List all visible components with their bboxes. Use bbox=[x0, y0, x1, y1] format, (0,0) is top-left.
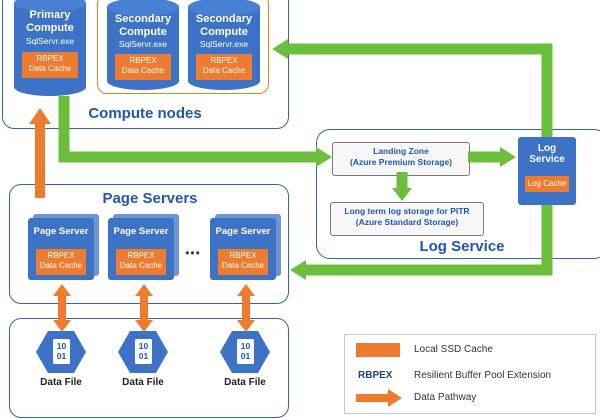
page-server-3-rbpex-cache: RBPEX Data Cache bbox=[218, 249, 268, 275]
data-file-2: 10 01 bbox=[118, 330, 168, 374]
secondary-compute-1-title-1: Secondary bbox=[114, 13, 172, 25]
secondary-2-rbpex-label: RBPEX bbox=[210, 56, 238, 65]
secondary-1-rbpex-label: RBPEX bbox=[129, 56, 157, 65]
log-service-node: Log Service Log Cache bbox=[518, 137, 576, 205]
legend-data-pathway-arrow-icon bbox=[356, 389, 402, 407]
data-file-3-glyph-1: 10 bbox=[240, 341, 251, 351]
page-server-3-rbpex-label: RBPEX bbox=[229, 251, 257, 260]
landing-zone-subtitle: (Azure Premium Storage) bbox=[349, 157, 453, 167]
data-file-2-label: Data File bbox=[122, 377, 164, 388]
page-server-2-rbpex-label: RBPEX bbox=[127, 251, 155, 260]
secondary-compute-2-title-2: Compute bbox=[200, 26, 248, 38]
compute-nodes-title: Compute nodes bbox=[88, 105, 202, 122]
data-file-hexagon-icon bbox=[118, 331, 168, 373]
long-term-storage-label: Long term log storage for PITR bbox=[344, 206, 470, 216]
secondary-compute-node-2: Secondary Compute SqlServr.exe RBPEX Dat… bbox=[188, 0, 260, 90]
data-file-hexagon-icon bbox=[36, 331, 86, 373]
secondary-2-data-cache-label: Data Cache bbox=[202, 66, 246, 75]
page-server-3-title: Page Server bbox=[215, 226, 271, 237]
data-file-2-glyph-2: 01 bbox=[138, 351, 149, 361]
log-service-node-title-1: Log bbox=[537, 143, 557, 154]
legend-text-data-pathway: Data Pathway bbox=[414, 392, 477, 403]
landing-zone-storage: Landing Zone (Azure Premium Storage) bbox=[332, 142, 470, 176]
data-file-3-glyph-2: 01 bbox=[240, 351, 251, 361]
data-file-1-glyph-1: 10 bbox=[56, 341, 67, 351]
data-file-1-glyph-2: 01 bbox=[56, 351, 67, 361]
page-server-3: Page Server RBPEX Data Cache bbox=[210, 214, 282, 280]
secondary-compute-1-title-2: Compute bbox=[119, 26, 167, 38]
legend-text-rbpex: Resilient Buffer Pool Extension bbox=[414, 370, 552, 381]
secondary-compute-group bbox=[97, 0, 269, 94]
green-arrowhead-page-servers bbox=[290, 260, 306, 280]
page-servers-title: Page Servers bbox=[102, 190, 198, 207]
data-file-2-glyph-1: 10 bbox=[138, 341, 149, 351]
data-file-3-label: Data File bbox=[224, 377, 266, 388]
page-server-1-rbpex-cache: RBPEX Data Cache bbox=[36, 249, 86, 275]
long-term-storage-subtitle: (Azure Standard Storage) bbox=[355, 217, 459, 227]
log-service-title: Log Service bbox=[419, 238, 505, 255]
page-server-1-data-cache-label: Data Cache bbox=[39, 261, 83, 270]
green-arrow-log-service-to-secondaries bbox=[288, 43, 553, 137]
page-server-2: Page Server RBPEX Data Cache bbox=[108, 214, 180, 280]
data-file-3: 10 01 bbox=[220, 330, 270, 374]
page-server-2-title: Page Server bbox=[113, 226, 169, 237]
primary-compute-exe: SqlServr.exe bbox=[25, 36, 75, 46]
long-term-log-storage: Long term log storage for PITR (Azure St… bbox=[330, 202, 484, 236]
log-service-node-title-2: Service bbox=[529, 154, 565, 165]
primary-rbpex-label: RBPEX bbox=[36, 54, 64, 63]
primary-compute-title-1: Primary bbox=[29, 9, 71, 21]
primary-data-cache-label: Data Cache bbox=[28, 64, 72, 73]
data-file-hexagon-icon bbox=[220, 331, 270, 373]
primary-compute-title-2: Compute bbox=[26, 22, 74, 34]
log-cache: Log Cache bbox=[525, 176, 569, 192]
data-file-1-label: Data File bbox=[40, 377, 82, 388]
secondary-1-data-cache-label: Data Cache bbox=[121, 66, 165, 75]
secondary-compute-node-1: Secondary Compute SqlServr.exe RBPEX Dat… bbox=[107, 0, 179, 90]
page-server-1: Page Server RBPEX Data Cache bbox=[28, 214, 100, 280]
page-servers-ellipsis: ••• bbox=[185, 246, 201, 260]
page-server-1-title: Page Server bbox=[33, 226, 89, 237]
secondary-compute-2-exe: SqlServr.exe bbox=[199, 39, 249, 49]
page-server-3-data-cache-label: Data Cache bbox=[221, 261, 265, 270]
primary-rbpex-cache: RBPEX Data Cache bbox=[22, 52, 78, 78]
page-server-2-rbpex-cache: RBPEX Data Cache bbox=[116, 249, 166, 275]
secondary-compute-1-exe: SqlServr.exe bbox=[118, 39, 168, 49]
landing-zone-label: Landing Zone bbox=[373, 146, 429, 156]
legend-swatch-local-ssd bbox=[356, 343, 400, 357]
secondary-compute-2-title-1: Secondary bbox=[195, 13, 253, 25]
page-server-2-data-cache-label: Data Cache bbox=[119, 261, 163, 270]
secondary-2-rbpex-cache: RBPEX Data Cache bbox=[196, 54, 252, 80]
legend-key-rbpex: RBPEX bbox=[358, 370, 393, 381]
page-server-1-rbpex-label: RBPEX bbox=[47, 251, 75, 260]
legend-text-local-ssd: Local SSD Cache bbox=[414, 344, 493, 355]
data-file-1: 10 01 bbox=[36, 330, 86, 374]
primary-compute-node: Primary Compute SqlServr.exe RBPEX Data … bbox=[14, 0, 86, 96]
secondary-1-rbpex-cache: RBPEX Data Cache bbox=[115, 54, 171, 80]
